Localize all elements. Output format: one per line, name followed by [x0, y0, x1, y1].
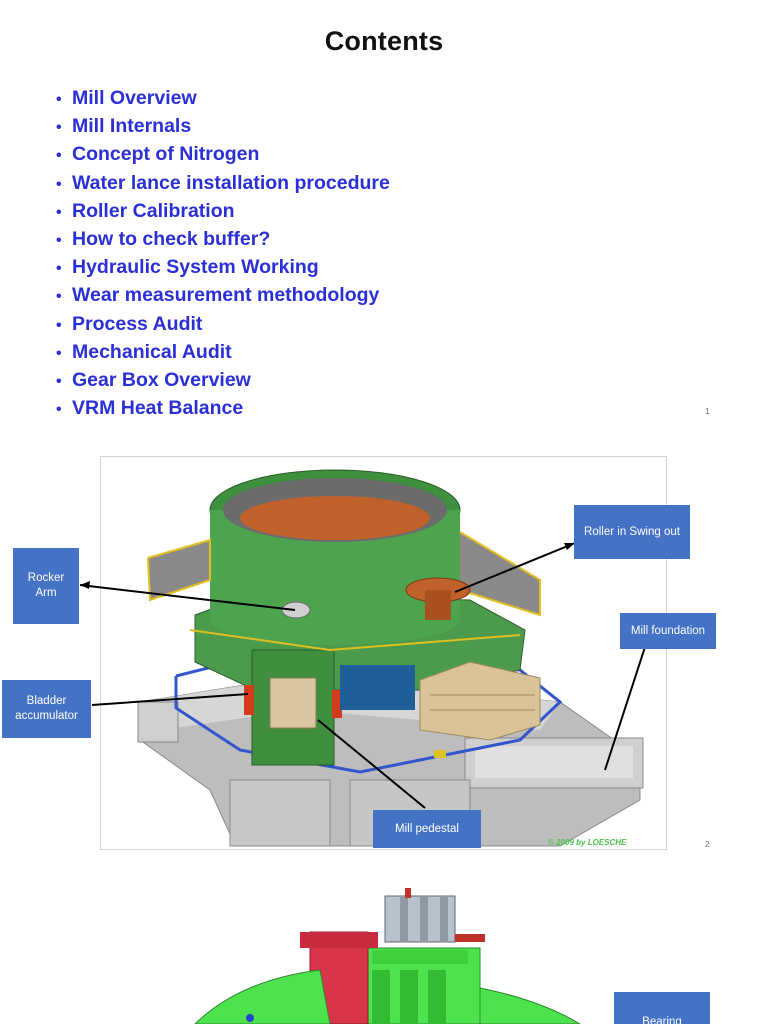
mill-foundation-pointer — [604, 646, 646, 771]
contents-slide: Contents • Mill Overview • Mill Internals … — [0, 0, 768, 440]
contents-item[interactable]: • How to check buffer? — [56, 225, 390, 253]
contents-item[interactable]: • Mill Overview — [56, 84, 390, 112]
contents-item-label: Mill Internals — [72, 115, 192, 138]
bullet-icon: • — [56, 316, 62, 334]
contents-item[interactable]: • Hydraulic System Working — [56, 253, 390, 281]
contents-item-label: Water lance installation procedure — [72, 171, 390, 194]
mill-pedestal-pointer — [317, 719, 426, 809]
mill-overview-slide: Rocker Arm Roller in Swing out Mill foun… — [0, 440, 768, 860]
contents-item[interactable]: • Process Audit — [56, 310, 390, 338]
contents-item[interactable]: • VRM Heat Balance — [56, 394, 390, 422]
contents-item-label: Hydraulic System Working — [72, 256, 319, 279]
contents-item-label: Concept of Nitrogen — [72, 143, 260, 166]
bullet-icon: • — [56, 203, 62, 221]
bullet-icon: • — [56, 372, 62, 390]
bladder-pointer — [91, 693, 249, 706]
contents-item[interactable]: • Mill Internals — [56, 112, 390, 140]
page-number: 2 — [705, 840, 710, 849]
bearing-label: Bearing — [614, 992, 710, 1024]
contents-item[interactable]: • Water lance installation procedure — [56, 169, 390, 197]
bullet-icon: • — [56, 260, 62, 278]
bullet-icon: • — [56, 401, 62, 419]
rocker-arm-pointer — [79, 584, 296, 611]
mill-pedestal-label: Mill pedestal — [373, 810, 481, 848]
roller-swing-out-label: Roller in Swing out — [574, 505, 690, 559]
gearbox-illustration — [194, 888, 581, 1024]
bullet-icon: • — [56, 175, 62, 193]
slide-title: Contents — [324, 26, 444, 56]
roller-swing-pointer — [454, 542, 576, 593]
contents-item[interactable]: • Concept of Nitrogen — [56, 140, 390, 168]
bladder-accumulator-label: Bladder accumulator — [2, 680, 91, 738]
contents-item-label: Gear Box Overview — [72, 368, 251, 391]
bullet-icon: • — [56, 231, 62, 249]
contents-item-label: How to check buffer? — [72, 227, 271, 250]
loesche-watermark: © 2009 by LOESCHE — [548, 838, 627, 847]
contents-item[interactable]: • Wear measurement methodology — [56, 281, 390, 309]
bullet-icon: • — [56, 147, 62, 165]
mill-illustration — [79, 469, 646, 847]
bullet-icon: • — [56, 344, 62, 362]
contents-item-label: Mill Overview — [72, 87, 197, 109]
contents-list: • Mill Overview • Mill Internals • Concept … — [56, 84, 390, 422]
bullet-icon: • — [56, 288, 62, 306]
mill-foundation-label: Mill foundation — [620, 613, 716, 649]
contents-item-label: VRM Heat Balance — [72, 397, 244, 420]
bullet-icon: • — [56, 91, 62, 108]
contents-item[interactable]: • Mechanical Audit — [56, 338, 390, 366]
contents-item[interactable]: • Gear Box Overview — [56, 366, 390, 394]
gearbox-slide: Bearing — [0, 870, 768, 1024]
contents-item-label: Mechanical Audit — [72, 340, 232, 363]
contents-item-label: Process Audit — [72, 312, 203, 335]
contents-item[interactable]: • Roller Calibration — [56, 197, 390, 225]
contents-item-label: Roller Calibration — [72, 199, 235, 222]
page-number: 1 — [705, 407, 710, 416]
contents-item-label: Wear measurement methodology — [72, 284, 380, 307]
bullet-icon: • — [56, 119, 62, 137]
rocker-arm-label: Rocker Arm — [13, 548, 79, 624]
